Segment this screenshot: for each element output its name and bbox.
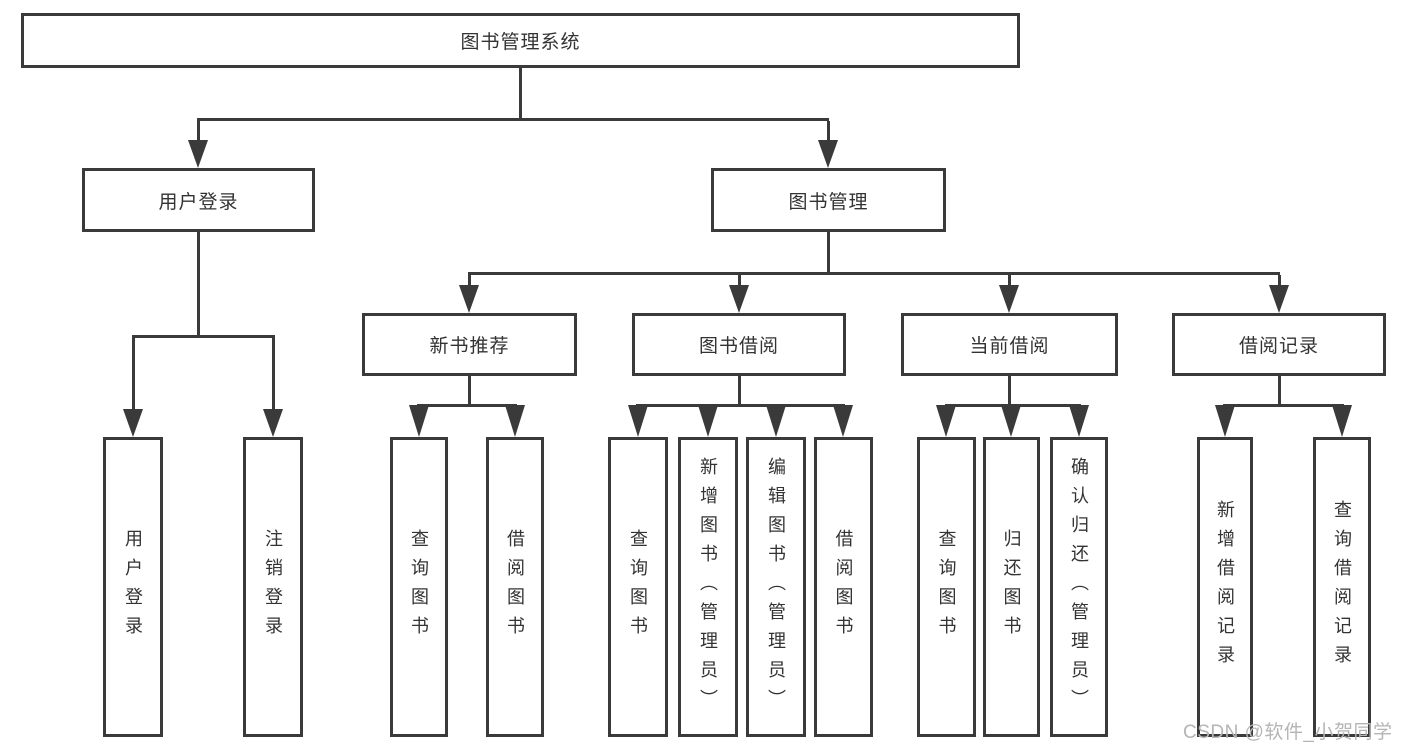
arrowhead bbox=[409, 405, 429, 437]
connector-line bbox=[197, 232, 200, 338]
node-label: 用户登录 bbox=[158, 191, 239, 213]
node-label: 新书推荐 bbox=[429, 336, 510, 357]
csdn-watermark: CSDN @软件_小贺同学 bbox=[1183, 722, 1393, 743]
node-label: 当前借阅 bbox=[969, 336, 1050, 357]
arrowhead bbox=[1069, 405, 1089, 437]
leaf-label: 查询借阅记录 bbox=[1332, 500, 1352, 674]
node-label: 图书借阅 bbox=[698, 336, 779, 357]
arrowhead bbox=[766, 405, 786, 437]
leaf-label: 借阅图书 bbox=[833, 529, 854, 645]
leaf-label: 编辑图书（管理员） bbox=[766, 456, 786, 718]
arrowhead bbox=[818, 140, 838, 168]
node-current-borrowing: 当前借阅 bbox=[901, 313, 1118, 376]
arrowhead bbox=[1269, 285, 1289, 313]
leaf-label: 查询图书 bbox=[936, 529, 957, 645]
leaf-label: 查询图书 bbox=[409, 529, 429, 645]
node-label: 图书管理系统 bbox=[460, 32, 581, 53]
arrowhead bbox=[833, 405, 853, 437]
connector-line bbox=[519, 68, 522, 121]
leaf-query-books-recommend: 查询图书 bbox=[390, 437, 448, 737]
leaf-label: 新增借阅记录 bbox=[1215, 500, 1235, 674]
node-system-root: 图书管理系统 bbox=[21, 13, 1020, 68]
connector-line bbox=[272, 338, 275, 410]
arrowhead bbox=[459, 285, 479, 313]
leaf-add-borrow-record: 新增借阅记录 bbox=[1197, 437, 1253, 737]
leaf-query-books-borrow: 查询图书 bbox=[608, 437, 668, 737]
connector-line bbox=[1278, 376, 1281, 407]
connector-line bbox=[1008, 275, 1011, 287]
connector-line bbox=[827, 121, 830, 142]
leaf-label: 新增图书（管理员） bbox=[698, 456, 718, 718]
arrowhead bbox=[729, 285, 749, 313]
node-user-login: 用户登录 bbox=[82, 168, 315, 232]
connector-line bbox=[197, 121, 200, 142]
arrowhead bbox=[123, 409, 143, 437]
connector-line bbox=[132, 338, 135, 410]
leaf-logout: 注销登录 bbox=[243, 437, 303, 737]
leaf-label: 借阅图书 bbox=[505, 529, 525, 645]
connector-line bbox=[468, 272, 1280, 275]
arrowhead bbox=[936, 405, 956, 437]
arrowhead bbox=[188, 140, 208, 168]
leaf-borrow-books: 借阅图书 bbox=[814, 437, 873, 737]
leaf-add-book-admin: 新增图书（管理员） bbox=[678, 437, 738, 737]
connector-line bbox=[1223, 404, 1344, 407]
connector-line bbox=[636, 404, 845, 407]
node-label: 图书管理 bbox=[788, 191, 869, 213]
arrowhead bbox=[1332, 405, 1352, 437]
arrowhead bbox=[263, 409, 283, 437]
connector-line bbox=[1278, 275, 1281, 287]
leaf-user-login: 用户登录 bbox=[103, 437, 163, 737]
leaf-edit-book-admin: 编辑图书（管理员） bbox=[746, 437, 806, 737]
arrowhead bbox=[698, 405, 718, 437]
leaf-return-book: 归还图书 bbox=[983, 437, 1040, 737]
node-book-borrowing: 图书借阅 bbox=[632, 313, 846, 376]
arrowhead bbox=[999, 285, 1019, 313]
connector-line bbox=[468, 275, 471, 287]
connector-line bbox=[132, 335, 275, 338]
arrowhead bbox=[628, 405, 648, 437]
node-new-book-recommend: 新书推荐 bbox=[362, 313, 577, 376]
leaf-label: 确认归还（管理员） bbox=[1069, 456, 1089, 718]
leaf-query-borrow-record: 查询借阅记录 bbox=[1313, 437, 1371, 737]
connector-line bbox=[468, 376, 471, 407]
leaf-query-books-current: 查询图书 bbox=[917, 437, 976, 737]
connector-line bbox=[827, 232, 830, 275]
connector-line bbox=[1008, 376, 1011, 407]
node-label: 借阅记录 bbox=[1238, 336, 1319, 357]
connector-line bbox=[197, 118, 829, 121]
leaf-label: 用户登录 bbox=[123, 529, 143, 645]
leaf-label: 查询图书 bbox=[628, 529, 648, 645]
connector-line bbox=[738, 275, 741, 287]
node-book-management: 图书管理 bbox=[711, 168, 946, 232]
connector-line bbox=[417, 404, 517, 407]
leaf-confirm-return-admin: 确认归还（管理员） bbox=[1050, 437, 1108, 737]
leaf-borrow-books-recommend: 借阅图书 bbox=[486, 437, 544, 737]
arrowhead bbox=[1215, 405, 1235, 437]
arrowhead bbox=[505, 405, 525, 437]
leaf-label: 归还图书 bbox=[1001, 529, 1022, 645]
leaf-label: 注销登录 bbox=[263, 529, 283, 645]
node-borrowing-records: 借阅记录 bbox=[1172, 313, 1386, 376]
connector-line bbox=[738, 376, 741, 407]
arrowhead bbox=[1001, 405, 1021, 437]
